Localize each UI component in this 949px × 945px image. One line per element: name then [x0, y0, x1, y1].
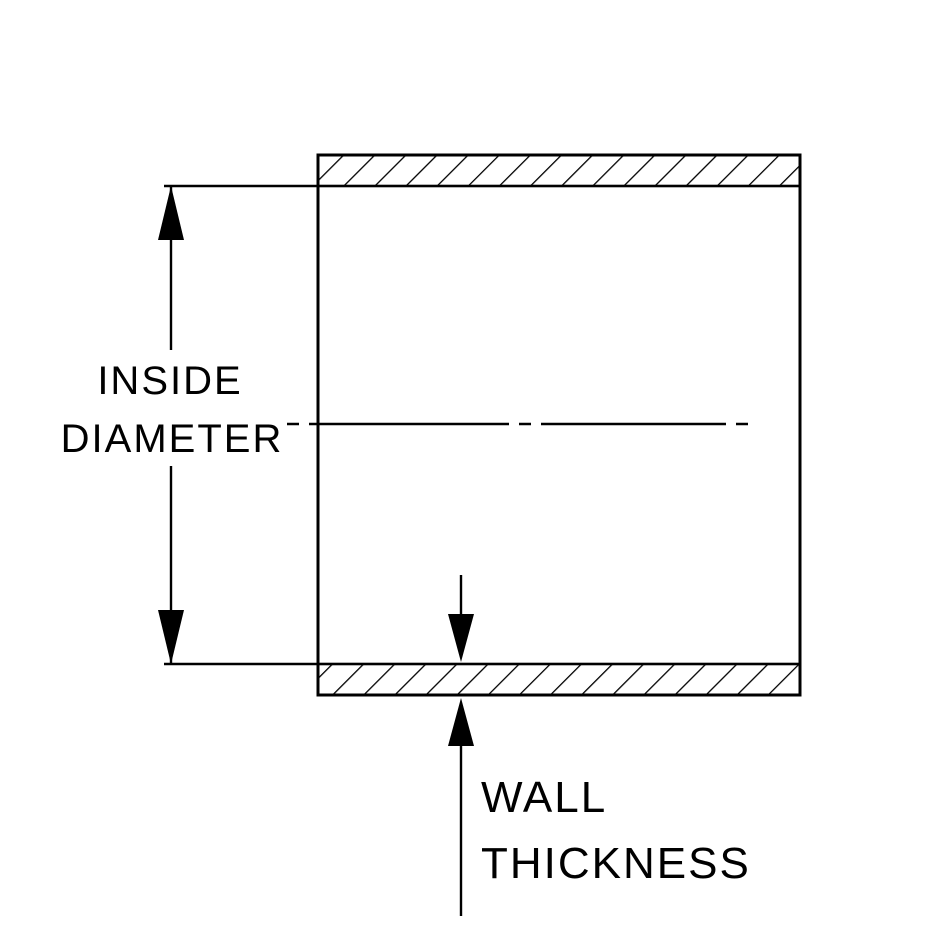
arrowhead-up-icon — [158, 186, 184, 240]
inside-diameter-label-line2: DIAMETER — [61, 417, 284, 461]
wall-thickness-arrowhead-up-icon — [448, 698, 474, 746]
arrowhead-down-icon — [158, 610, 184, 664]
tube-body — [287, 153, 802, 697]
wall-thickness-arrowhead-down-icon — [448, 614, 474, 662]
wall-thickness-label-line1: WALL — [481, 773, 607, 822]
tube-bottom-wall-hatch — [316, 662, 802, 697]
wall-thickness-callout: WALL THICKNESS — [448, 575, 751, 916]
wall-thickness-label-line2: THICKNESS — [481, 839, 751, 888]
inside-diameter-label-line1: INSIDE — [97, 359, 242, 403]
inside-diameter-dimension: INSIDE DIAMETER — [61, 184, 318, 666]
tube-top-wall-hatch — [316, 153, 802, 188]
